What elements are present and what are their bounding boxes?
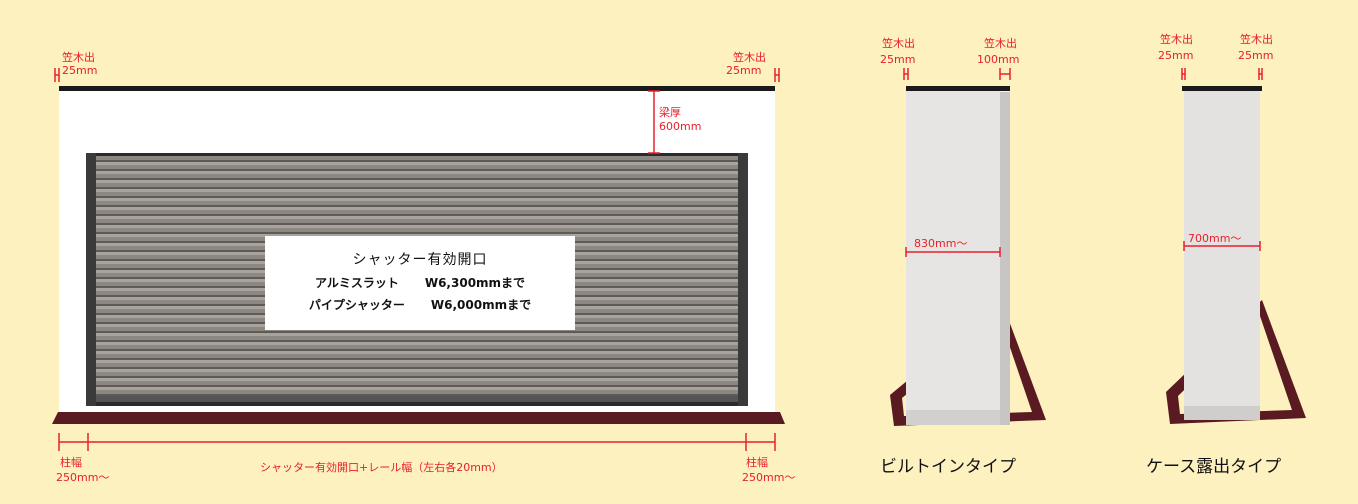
builtin-caption: ビルトインタイプ: [880, 457, 1016, 477]
garage-beam-label: 梁厚: [659, 106, 681, 119]
sign-row-pipe: パイプシャッター W6,000mmまで: [265, 296, 575, 313]
case-illustration: [1166, 86, 1306, 424]
case-dimensions: [1181, 68, 1263, 251]
garage-opening-width: シャッター有効開口+レール幅（左右各20mm）: [260, 461, 503, 474]
builtin-dimensions: [903, 68, 1011, 257]
case-eave-left-value: 25mm: [1158, 49, 1194, 62]
case-box: [1184, 90, 1260, 420]
garage-floor-frame: [52, 412, 785, 424]
case-eave-right-value: 25mm: [1238, 49, 1274, 62]
sign-row-aluminum: アルミスラット W6,300mmまで: [265, 274, 575, 291]
case-caption: ケース露出タイプ: [1146, 457, 1282, 477]
builtin-box-side: [998, 92, 1010, 425]
garage-pillar-left-label: 柱幅: [60, 456, 82, 469]
garage-pillar-right-label: 柱幅: [746, 456, 768, 469]
builtin-width-value: 830mm〜: [914, 237, 968, 250]
garage-pillar-left-value: 250mm〜: [56, 471, 110, 484]
garage-eave-right-value: 25mm: [726, 64, 762, 77]
case-eave-left-label: 笠木出: [1160, 33, 1193, 46]
builtin-eave-right-label: 笠木出: [984, 37, 1017, 50]
sign-row2-name: パイプシャッター: [308, 298, 405, 312]
builtin-box: [906, 90, 1000, 425]
sign-row2-value: W6,000mmまで: [430, 298, 532, 312]
garage-eave-right-label: 笠木出: [733, 51, 766, 64]
garage-eave-left-label: 笠木出: [62, 51, 95, 64]
opening-spec-sign: シャッター有効開口 アルミスラット W6,300mmまで パイプシャッター W6…: [265, 236, 575, 330]
case-eave-right-label: 笠木出: [1240, 33, 1273, 46]
sign-title: シャッター有効開口: [352, 252, 488, 268]
builtin-illustration: [890, 86, 1046, 426]
case-width-value: 700mm〜: [1188, 232, 1242, 245]
garage-eave-left-value: 25mm: [62, 64, 98, 77]
garage-beam-value: 600mm: [659, 120, 702, 133]
sign-row1-value: W6,300mmまで: [424, 276, 526, 290]
builtin-eave-left-value: 25mm: [880, 53, 916, 66]
garage-dimensions: [54, 68, 780, 451]
builtin-eave-left-label: 笠木出: [882, 37, 915, 50]
garage-pillar-right-value: 250mm〜: [742, 471, 796, 484]
sign-row1-name: アルミスラット: [314, 276, 399, 290]
builtin-eave-right-value: 100mm: [977, 53, 1020, 66]
